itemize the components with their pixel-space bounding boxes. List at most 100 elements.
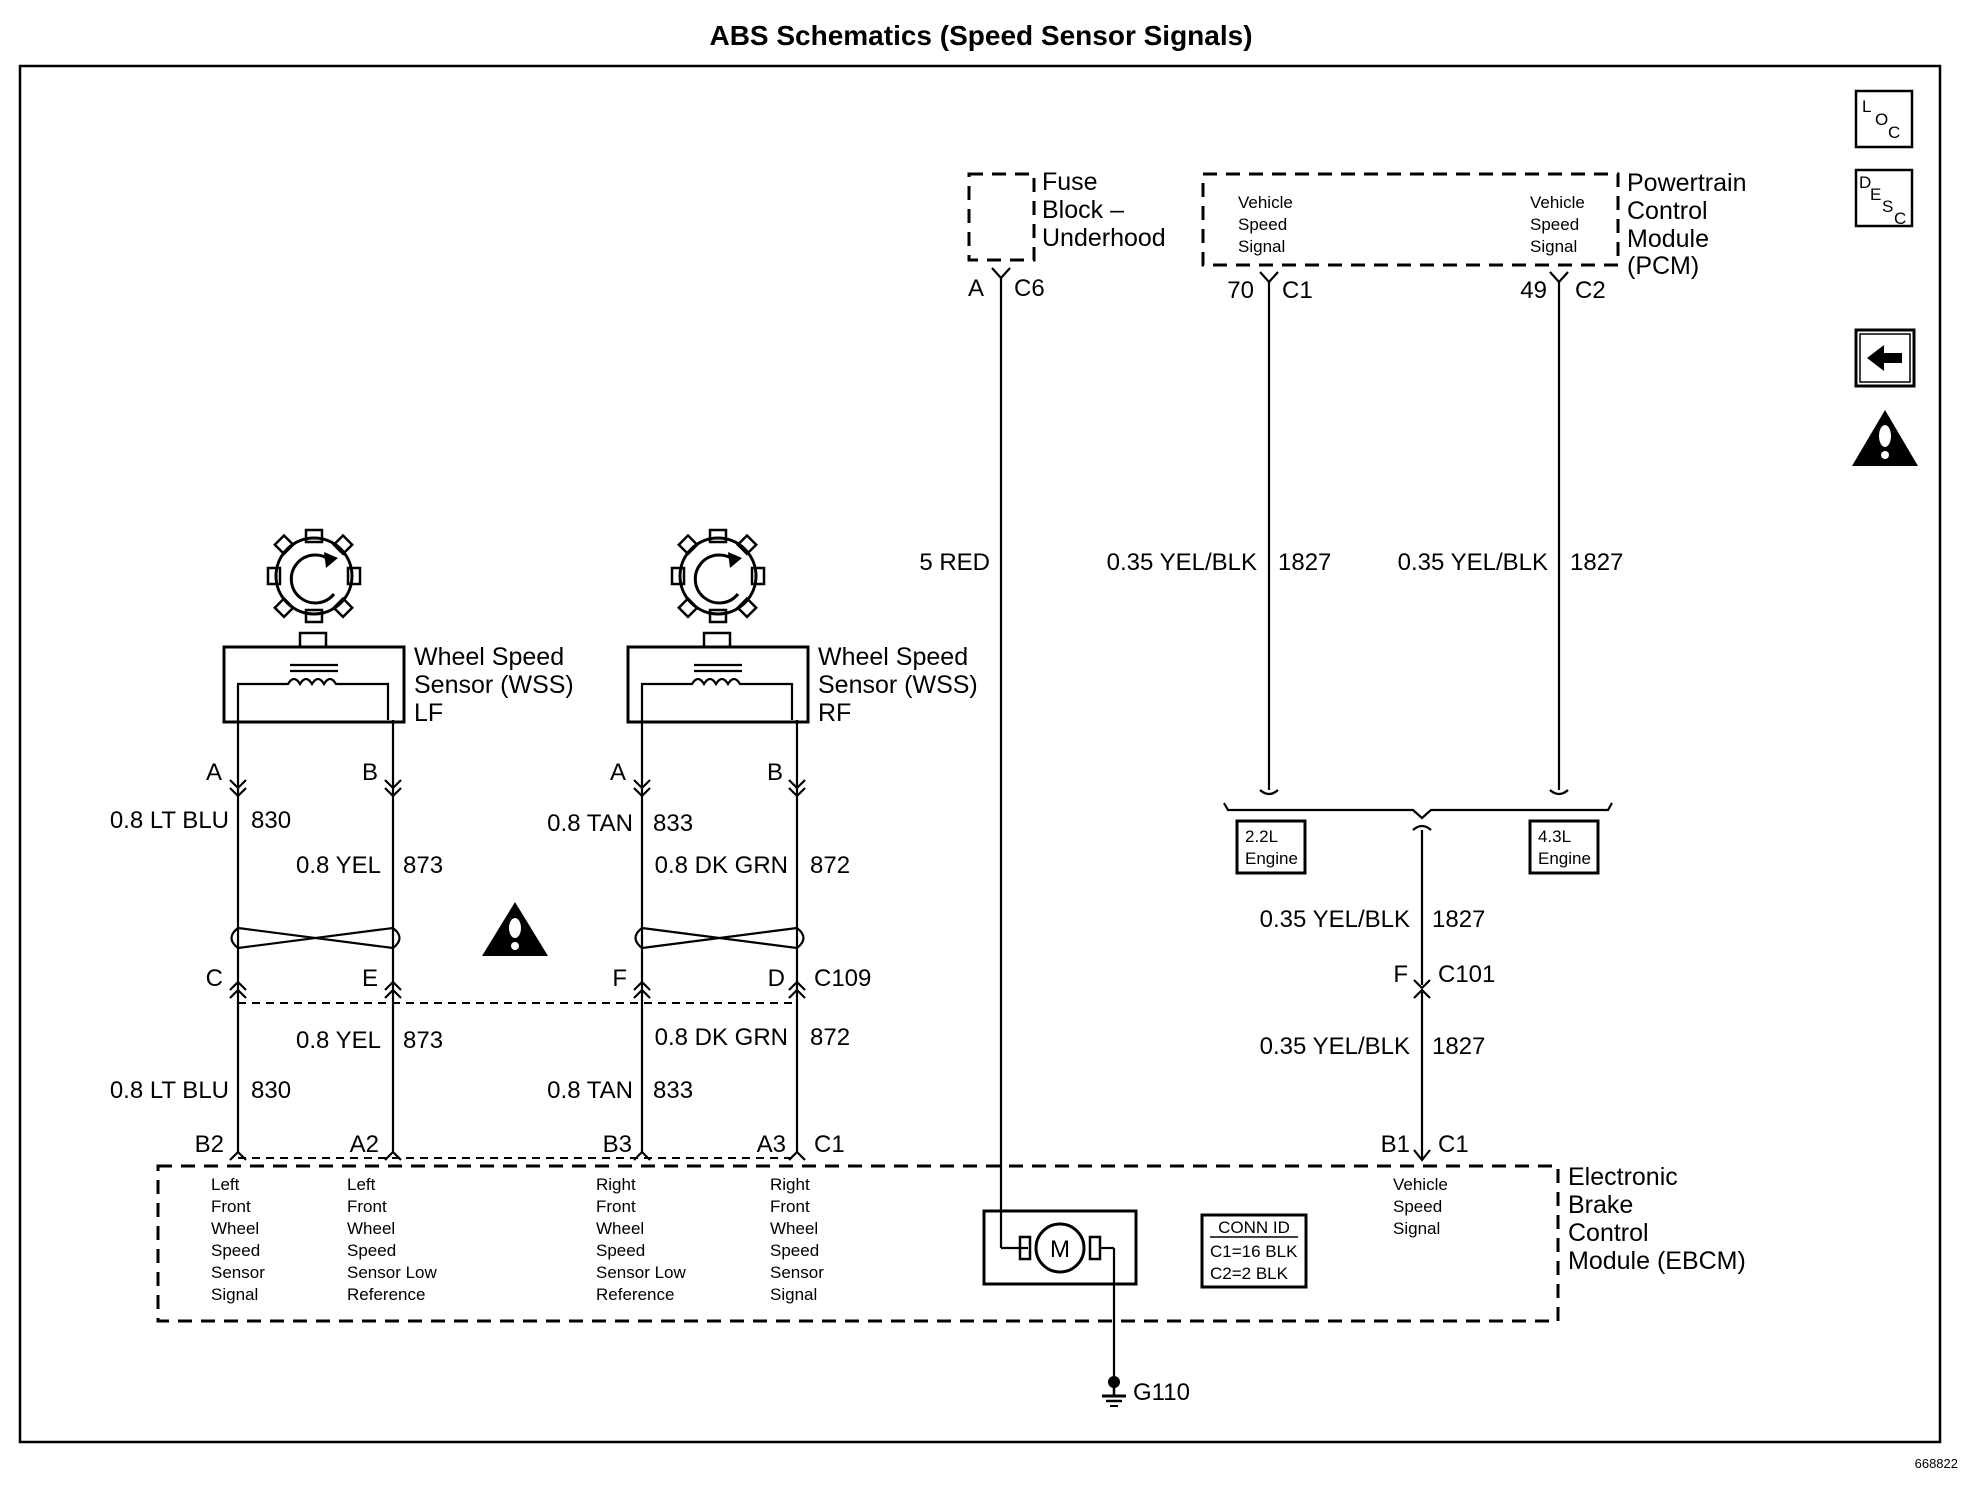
lf-sensor-label-3: LF <box>414 699 443 727</box>
svg-text:Reference: Reference <box>596 1285 674 1304</box>
diagram-border <box>18 64 1942 1444</box>
back-arrow-icon <box>1867 345 1902 371</box>
lf-wire-b2-circuit: 873 <box>403 1027 443 1054</box>
pcm-label-2: Control <box>1627 197 1708 225</box>
conn-id-title: CONN ID <box>1218 1218 1290 1237</box>
pcm-left-wire-gauge: 0.35 YEL/BLK <box>1107 549 1257 576</box>
engine-43l-box <box>1528 819 1600 875</box>
pcm-left-signal-2: Speed <box>1238 215 1287 234</box>
svg-text:Wheel: Wheel <box>211 1219 259 1238</box>
rf-sensor-body <box>626 645 810 724</box>
pcm-left-pin: 70 <box>1227 277 1254 304</box>
lf-wire-a-gauge: 0.8 LT BLU <box>110 807 229 834</box>
ground-icon <box>1102 1376 1126 1407</box>
svg-text:Speed: Speed <box>770 1241 819 1260</box>
engine-43l-text-2: Engine <box>1538 849 1591 868</box>
lf-sensor-label-2: Sensor (WSS) <box>414 671 574 699</box>
fuse-block-box <box>967 172 1036 262</box>
rf-twisted-pair-icon <box>634 926 805 950</box>
motor-icon <box>1034 1222 1086 1274</box>
lf-wire-a2-gauge: 0.8 LT BLU <box>110 1077 229 1104</box>
fuse-wire-label: 5 RED <box>919 549 990 576</box>
back-arrow-button[interactable] <box>1854 328 1916 388</box>
lf-twisted-pair-icon <box>230 926 401 950</box>
engine-43l-text-1: 4.3L <box>1538 827 1571 846</box>
svg-text:Left: Left <box>211 1175 240 1194</box>
ebcm-terminal-lf-signal: Left Front Wheel Speed Sensor Signal <box>211 1175 265 1304</box>
pcm-label-4: (PCM) <box>1627 252 1699 280</box>
desc-letter-4: C <box>1894 209 1906 228</box>
desc-letter-2: E <box>1870 185 1881 204</box>
svg-text:Left: Left <box>347 1175 376 1194</box>
svg-text:Speed: Speed <box>347 1241 396 1260</box>
c101-connector: C101 <box>1438 961 1495 988</box>
rf-pin-b: B <box>767 759 783 786</box>
pcm-label-3: Module <box>1627 225 1709 253</box>
vss-upper-wire-circuit: 1827 <box>1432 906 1485 933</box>
svg-text:Right: Right <box>596 1175 636 1194</box>
svg-text:Front: Front <box>347 1197 387 1216</box>
svg-text:Signal: Signal <box>770 1285 817 1304</box>
warning-button[interactable] <box>1852 410 1918 466</box>
lf-wire-b-circuit: 873 <box>403 852 443 879</box>
lf-pin-c: C <box>206 965 223 992</box>
engine-22l-text-1: 2.2L <box>1245 827 1278 846</box>
svg-text:Wheel: Wheel <box>770 1219 818 1238</box>
ebcm-vss-connector: C1 <box>1438 1131 1469 1158</box>
figure-number: 668822 <box>1915 1456 1958 1471</box>
lf-pin-e: E <box>362 965 378 992</box>
lf-coil-icon <box>236 677 390 720</box>
rf-wire-b-circuit: 872 <box>810 852 850 879</box>
svg-text:Vehicle: Vehicle <box>1393 1175 1448 1194</box>
rf-pin-d: D <box>768 965 785 992</box>
svg-text:Speed: Speed <box>596 1241 645 1260</box>
svg-text:Sensor: Sensor <box>211 1263 265 1282</box>
lf-pin-b: B <box>362 759 378 786</box>
rf-wire-b-gauge: 0.8 DK GRN <box>655 852 788 879</box>
ebcm-label-4: Module (EBCM) <box>1568 1247 1746 1275</box>
loc-button[interactable]: L O C <box>1854 89 1914 149</box>
lf-tone-wheel-icon <box>266 528 362 624</box>
rf-wire-b2-circuit: 872 <box>810 1024 850 1051</box>
page-title: ABS Schematics (Speed Sensor Signals) <box>709 20 1253 51</box>
rf-wire-a2-circuit: 833 <box>653 1077 693 1104</box>
ebcm-label-2: Brake <box>1568 1191 1633 1219</box>
engine-22l-box <box>1235 819 1307 875</box>
rf-wire-a-circuit: 833 <box>653 810 693 837</box>
rf-sensor-label-2: Sensor (WSS) <box>818 671 978 699</box>
svg-text:Sensor Low: Sensor Low <box>347 1263 437 1282</box>
vss-lower-wire-circuit: 1827 <box>1432 1033 1485 1060</box>
motor-symbol: M <box>1050 1236 1070 1263</box>
lf-wire-a2-circuit: 830 <box>251 1077 291 1104</box>
svg-text:Wheel: Wheel <box>347 1219 395 1238</box>
rf-pin-a: A <box>610 759 626 786</box>
fuse-block-label-2: Block – <box>1042 196 1124 224</box>
lf-wire-b-gauge: 0.8 YEL <box>296 852 381 879</box>
rf-tone-wheel-icon <box>670 528 766 624</box>
rf-ebcm-connector: C1 <box>814 1131 845 1158</box>
svg-text:Right: Right <box>770 1175 810 1194</box>
rf-sensor-stem <box>702 631 732 649</box>
svg-text:Signal: Signal <box>211 1285 258 1304</box>
lf-sensor-body <box>222 645 406 724</box>
loc-letter-1: L <box>1862 97 1871 116</box>
desc-button[interactable]: D E S C <box>1854 168 1914 228</box>
conn-id-line-2: C2=2 BLK <box>1210 1264 1289 1283</box>
fuse-block-connector: C6 <box>1014 275 1045 302</box>
pcm-label-1: Powertrain <box>1627 169 1747 197</box>
loc-letter-2: O <box>1875 110 1888 129</box>
fuse-block-label-1: Fuse <box>1042 168 1098 196</box>
rf-wire-a-gauge: 0.8 TAN <box>547 810 633 837</box>
lf-ebcm-pin-b: A2 <box>350 1131 379 1158</box>
svg-text:Signal: Signal <box>1393 1219 1440 1238</box>
pcm-left-signal-3: Signal <box>1238 237 1285 256</box>
lf-sensor-stem <box>298 631 328 649</box>
desc-letter-3: S <box>1882 197 1893 216</box>
svg-text:Speed: Speed <box>211 1241 260 1260</box>
svg-text:Sensor: Sensor <box>770 1263 824 1282</box>
conn-id-box <box>1200 1213 1308 1289</box>
c101-pin: F <box>1393 961 1408 988</box>
c109-connector: C109 <box>814 965 871 992</box>
ground-label: G110 <box>1133 1379 1190 1406</box>
